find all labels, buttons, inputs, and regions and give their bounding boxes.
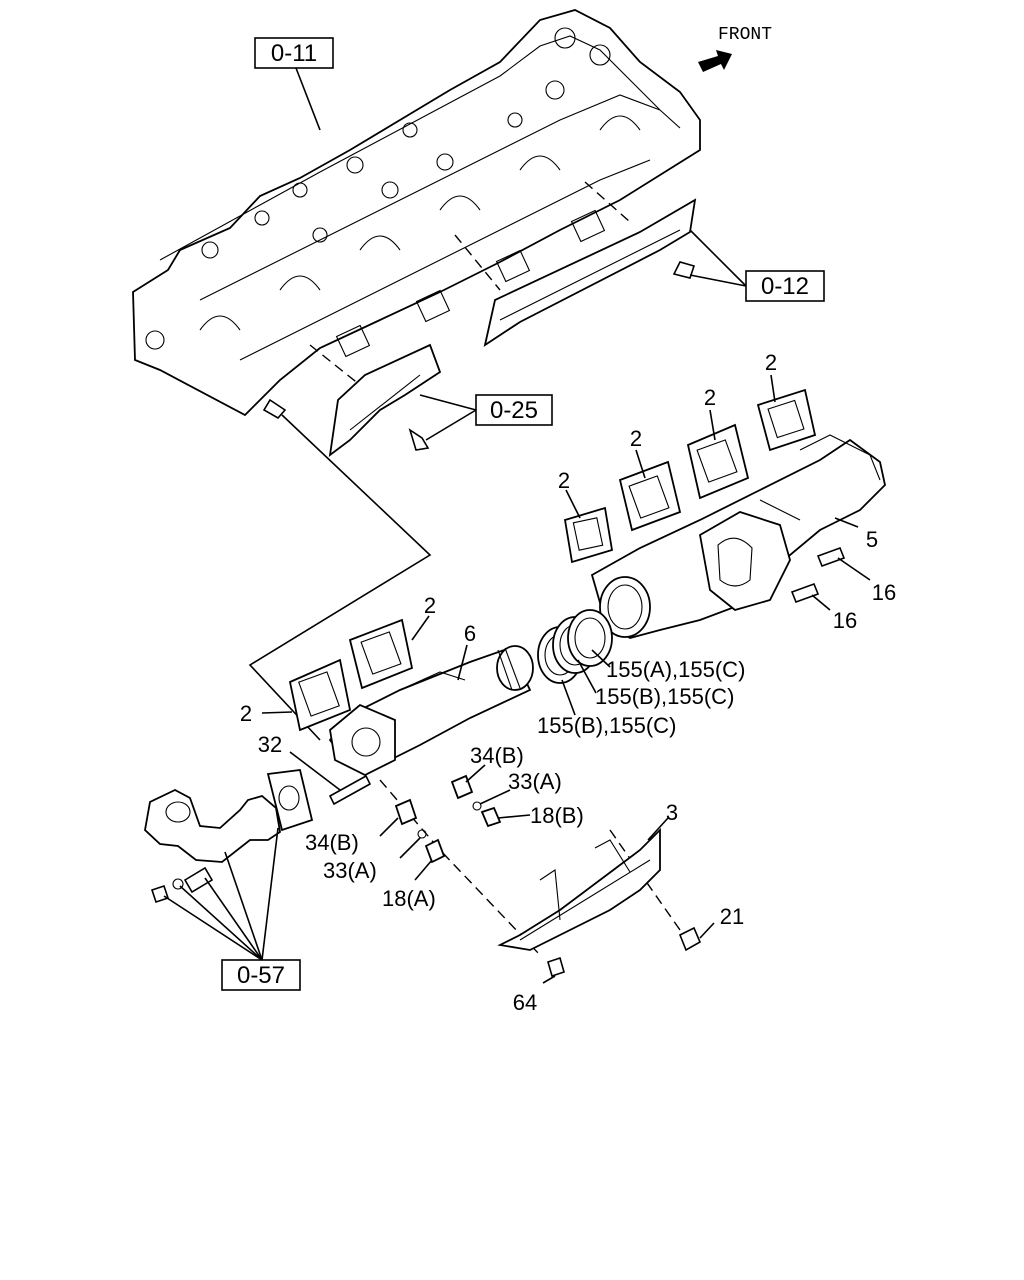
- cam-saddles: [199, 115, 641, 331]
- front-direction-indicator: FRONT: [698, 25, 772, 72]
- cylinder-head: [132, 9, 701, 417]
- rear-exhaust-manifold: [328, 645, 534, 777]
- callout-manifold-5: 5: [866, 527, 878, 552]
- callout-nut-64: 64: [513, 990, 537, 1015]
- callout-stud-32: 32: [258, 732, 282, 757]
- callout-seal-ring-a: 155(A),155(C): [606, 657, 745, 682]
- callout-nut-upper: 18(B): [530, 803, 584, 828]
- callout-gasket-2: 2: [630, 426, 642, 451]
- ref-0-11-text: 0-11: [271, 40, 317, 67]
- gasket-upper-4: [756, 388, 817, 452]
- exhaust-ports: [335, 209, 606, 358]
- ref-box-0-12: 0-12: [689, 229, 825, 302]
- gasket-upper-1: [563, 506, 614, 564]
- callout-manifold-6: 6: [464, 621, 476, 646]
- callout-leaders: [261, 374, 871, 984]
- head-bolt-holes: [145, 27, 611, 350]
- front-arrow-icon: [698, 50, 732, 72]
- gasket-upper-2: [618, 460, 682, 532]
- callout-collar-lower: 34(B): [305, 830, 359, 855]
- callout-collar-upper: 34(B): [470, 743, 524, 768]
- gasket-upper-3: [686, 423, 750, 500]
- ref-0-57-text: 0-57: [237, 962, 285, 989]
- callout-heat-cover-3: 3: [666, 800, 678, 825]
- lower-heat-cover: [497, 827, 702, 978]
- ref-box-0-11: 0-11: [254, 37, 334, 131]
- ref-box-0-25: 0-25: [419, 394, 553, 441]
- stud-32-shape: [328, 774, 372, 806]
- callout-seal-ring-c: 155(B),155(C): [537, 713, 676, 738]
- studs-16: [790, 546, 846, 604]
- callout-washer-lower: 33(A): [323, 858, 377, 883]
- upper-heat-shield: [262, 343, 442, 458]
- callout-gasket-4: 2: [765, 350, 777, 375]
- callout-washer-upper: 33(A): [508, 769, 562, 794]
- gasket-lower-2: [288, 658, 352, 732]
- callout-gasket-lower-2: 2: [240, 701, 252, 726]
- callout-gasket-lower-1: 2: [424, 593, 436, 618]
- ref-0-25-text: 0-25: [490, 397, 538, 424]
- assembly-guide-lines: [248, 414, 681, 956]
- manifold-gasket-strip: [454, 181, 697, 347]
- ref-box-0-57: 0-57: [163, 827, 301, 991]
- front-label: FRONT: [718, 25, 772, 45]
- callout-gasket-3: 2: [704, 385, 716, 410]
- fasteners-lower: [394, 798, 446, 864]
- exhaust-pipe: [144, 769, 314, 904]
- callout-stud-16-upper: 16: [872, 580, 896, 605]
- callout-stud-16-lower: 16: [833, 608, 857, 633]
- callout-gasket-1: 2: [558, 468, 570, 493]
- callout-seal-ring-b: 155(B),155(C): [595, 684, 734, 709]
- seal-rings: [537, 609, 613, 684]
- callout-bolt-21: 21: [720, 904, 744, 929]
- fasteners-upper: [450, 774, 502, 828]
- callout-labels: 2 2 2 2 5 16 16 2 6 2 155(A),155(C) 155(…: [240, 350, 896, 1015]
- callout-nut-lower: 18(A): [382, 886, 436, 911]
- ref-0-12-text: 0-12: [761, 273, 809, 300]
- gasket-lower-1: [348, 618, 414, 690]
